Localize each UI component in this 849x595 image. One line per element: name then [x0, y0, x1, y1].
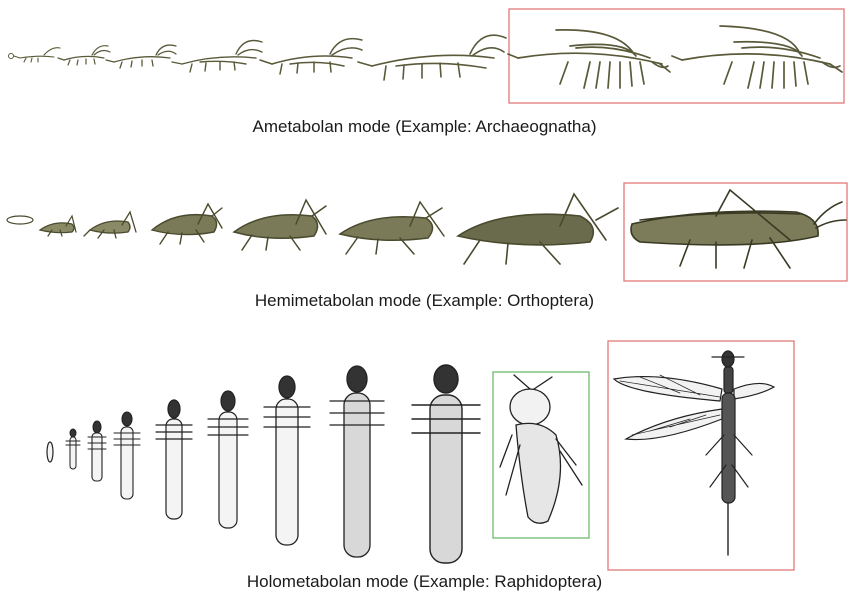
- ametabolan-diagram: [0, 0, 849, 112]
- ametabolan-egg: [9, 54, 14, 59]
- holometabolan-larva-3: [114, 412, 140, 499]
- hemimetabolan-nymph-2: [84, 212, 136, 238]
- ametabolan-caption: Ametabolan mode (Example: Archaeognatha): [0, 117, 849, 137]
- hemimetabolan-caption: Hemimetabolan mode (Example: Orthoptera): [0, 291, 849, 311]
- holometabolan-adult-frame: [608, 341, 794, 570]
- holometabolan-larva-5: [208, 391, 248, 528]
- hemimetabolan-nymph-5: [340, 202, 444, 254]
- hemimetabolan-adult: [631, 190, 846, 268]
- ametabolan-juvenile-6: [358, 35, 506, 80]
- ametabolan-juvenile-4: [172, 41, 262, 73]
- ametabolan-juvenile-2: [58, 46, 110, 65]
- hemimetabolan-diagram: [0, 180, 849, 285]
- hemimetabolan-nymph-3: [152, 204, 222, 244]
- hemimetabolan-nymph-6: [458, 194, 618, 264]
- hemimetabolan-nymph-4: [234, 200, 326, 250]
- ametabolan-adult-1: [508, 30, 670, 88]
- holometabolan-larva-8: [412, 365, 480, 563]
- ametabolan-adult-2: [672, 26, 842, 88]
- holometabolan-adult: [614, 351, 774, 555]
- holometabolan-larva-1: [66, 429, 80, 469]
- holometabolan-larva-2: [88, 421, 106, 481]
- ametabolan-juvenile-3: [106, 45, 176, 68]
- ametabolan-adult-frame: [509, 9, 844, 103]
- ametabolan-juvenile-1: [14, 48, 60, 62]
- holometabolan-caption: Holometabolan mode (Example: Raphidopter…: [0, 572, 849, 592]
- hemimetabolan-nymph-1: [40, 216, 76, 236]
- holometabolan-diagram: [0, 335, 849, 571]
- holometabolan-larva-4: [156, 400, 192, 519]
- holometabolan-pupa: [500, 375, 582, 523]
- holometabolan-larva-6: [264, 376, 310, 545]
- holometabolan-egg: [47, 442, 53, 462]
- hemimetabolan-egg: [7, 216, 33, 224]
- ametabolan-juvenile-5: [260, 39, 362, 74]
- holometabolan-larva-7: [330, 366, 384, 557]
